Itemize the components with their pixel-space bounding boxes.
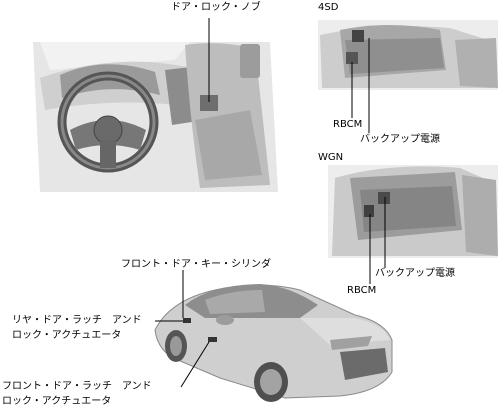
car-exterior-illustration bbox=[154, 270, 393, 402]
dashboard-illustration bbox=[33, 18, 278, 192]
label-wagon: WGN bbox=[318, 152, 344, 163]
label-front-latch-line2: ロック・アクチュエータ bbox=[2, 396, 112, 407]
label-front-door-key-cylinder: フロント・ドア・キー・シリンダ bbox=[121, 259, 271, 270]
label-rear-latch-line1: リヤ・ドア・ラッチ アンド bbox=[12, 315, 142, 326]
front-latch-leader bbox=[180, 341, 210, 388]
label-rear-latch-line2: ロック・アクチュエータ bbox=[12, 330, 122, 341]
label-door-lock-knob: ドア・ロック・ノブ bbox=[171, 2, 261, 13]
wagon-cargo-illustration bbox=[328, 165, 498, 284]
label-sedan: 4SD bbox=[318, 2, 339, 13]
sedan-trunk-illustration bbox=[318, 20, 498, 133]
label-backup-power-wagon: バックアップ電源 bbox=[375, 268, 455, 279]
label-backup-power-sedan: バックアップ電源 bbox=[360, 134, 440, 145]
label-rbcm-wagon: RBCM bbox=[347, 285, 377, 296]
label-rbcm-sedan: RBCM bbox=[333, 119, 363, 130]
label-front-latch-line1: フロント・ドア・ラッチ アンド bbox=[2, 381, 152, 392]
